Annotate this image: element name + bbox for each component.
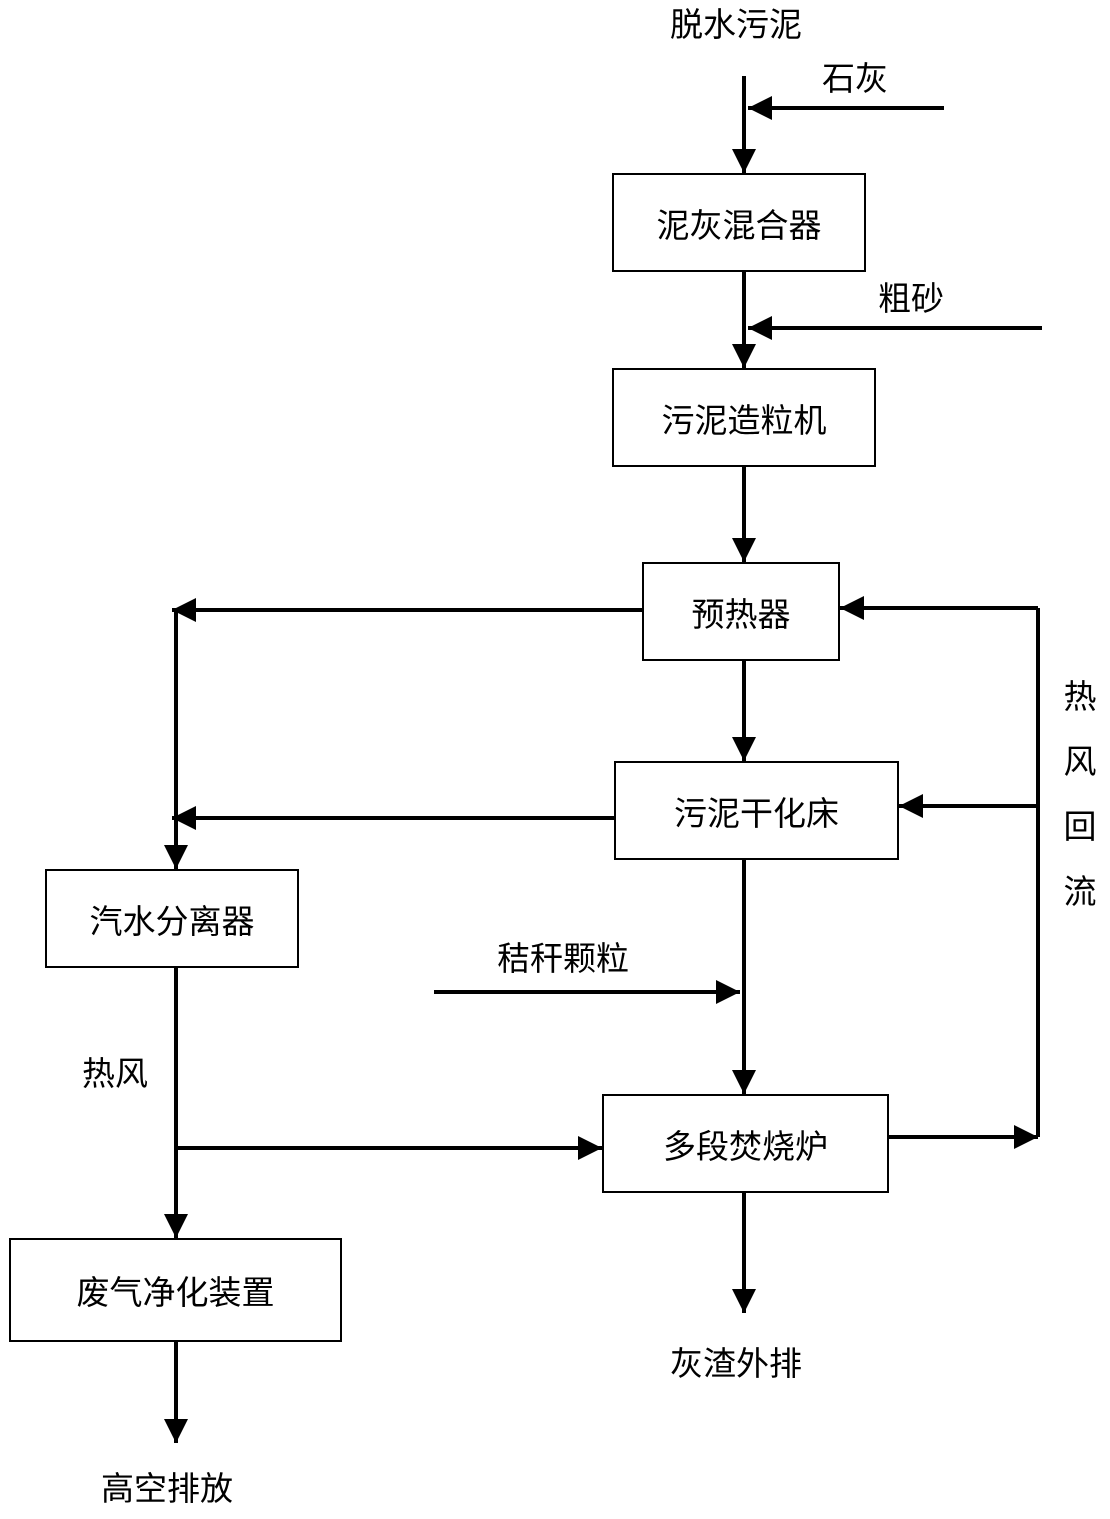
coarse-sand-label: 粗砂 (878, 279, 944, 318)
mixer-node: 泥灰混合器 (612, 173, 866, 272)
gas-purifier-node: 废气净化装置 (9, 1238, 342, 1342)
preheater-node: 预热器 (642, 562, 840, 661)
separator-node: 汽水分离器 (45, 869, 299, 968)
granulator-node: 污泥造粒机 (612, 368, 876, 467)
straw-pellets-label: 秸秆颗粒 (497, 939, 629, 978)
ash-discharge-label: 灰渣外排 (670, 1344, 802, 1383)
lime-label: 石灰 (822, 59, 888, 98)
incinerator-node: 多段焚烧炉 (602, 1094, 889, 1193)
dryer-bed-node: 污泥干化床 (614, 761, 899, 860)
hot-air-return-char: 回 (1063, 807, 1097, 846)
hot-air-return-char: 热 (1063, 677, 1097, 716)
hot-air-label: 热风 (82, 1054, 148, 1093)
hot-air-return-char: 风 (1063, 742, 1097, 781)
high-altitude-emission-label: 高空排放 (101, 1469, 233, 1508)
hot-air-return-char: 流 (1063, 872, 1097, 911)
dewatered-sludge-label: 脱水污泥 (670, 5, 802, 44)
hot-air-return-label: 热 风 回 流 (1060, 664, 1100, 924)
